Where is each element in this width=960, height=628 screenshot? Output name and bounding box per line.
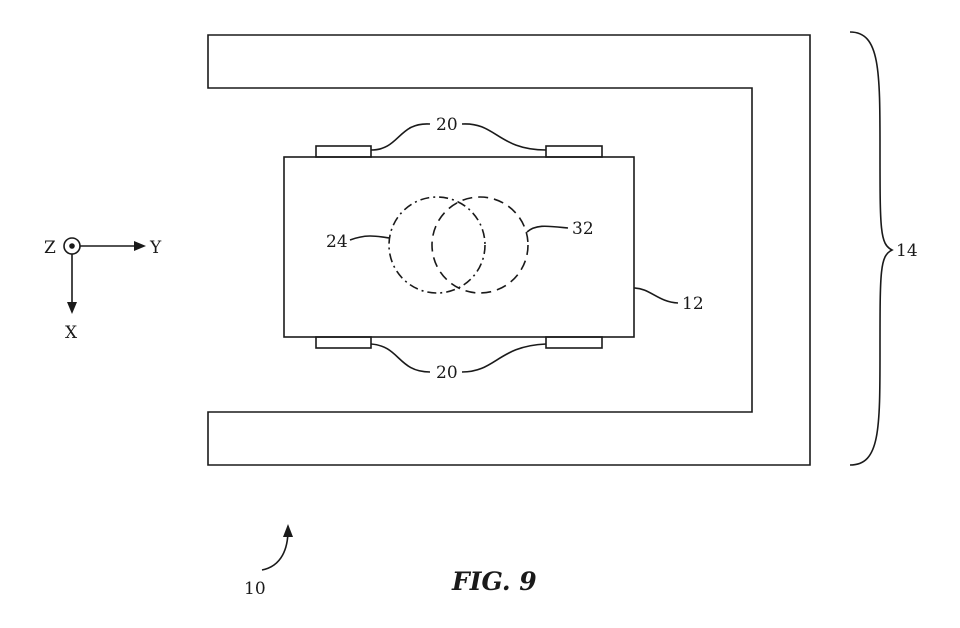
brace-14 bbox=[849, 31, 894, 466]
ref-label-12: 12 bbox=[682, 294, 704, 314]
ref-label-14: 14 bbox=[896, 241, 918, 261]
dashed-circle bbox=[431, 196, 529, 294]
pad-top-left bbox=[315, 145, 372, 158]
pad-top-right bbox=[545, 145, 603, 158]
pad-bottom-right bbox=[545, 336, 603, 349]
axis-label-z: Z bbox=[44, 238, 56, 258]
y-axis-arrowhead bbox=[134, 241, 146, 251]
arrowhead-10 bbox=[283, 524, 293, 537]
leader-20-bottom-left bbox=[370, 343, 431, 373]
leader-20-top-right bbox=[461, 123, 547, 151]
z-axis-dot bbox=[69, 243, 75, 249]
ref-label-32: 32 bbox=[572, 219, 594, 239]
leader-20-top-left bbox=[370, 123, 431, 151]
leader-20-bottom-right bbox=[461, 343, 547, 373]
leader-12 bbox=[633, 287, 679, 304]
u-frame bbox=[207, 34, 811, 466]
figure-caption: FIG. 9 bbox=[451, 567, 537, 596]
axis-label-x: X bbox=[65, 323, 78, 343]
ref-label-20-bottom: 20 bbox=[436, 363, 458, 383]
ref-label-24: 24 bbox=[326, 232, 348, 252]
leader-32 bbox=[526, 225, 569, 233]
dash-dot-circle bbox=[388, 196, 486, 294]
ref-label-20-top: 20 bbox=[436, 115, 458, 135]
axis-indicator bbox=[63, 237, 146, 314]
component-body bbox=[283, 156, 635, 338]
leader-24 bbox=[349, 235, 390, 241]
ref-label-10: 10 bbox=[244, 579, 266, 599]
x-axis-arrowhead bbox=[67, 302, 77, 314]
pad-bottom-left bbox=[315, 336, 372, 349]
axis-label-y: Y bbox=[149, 238, 162, 258]
